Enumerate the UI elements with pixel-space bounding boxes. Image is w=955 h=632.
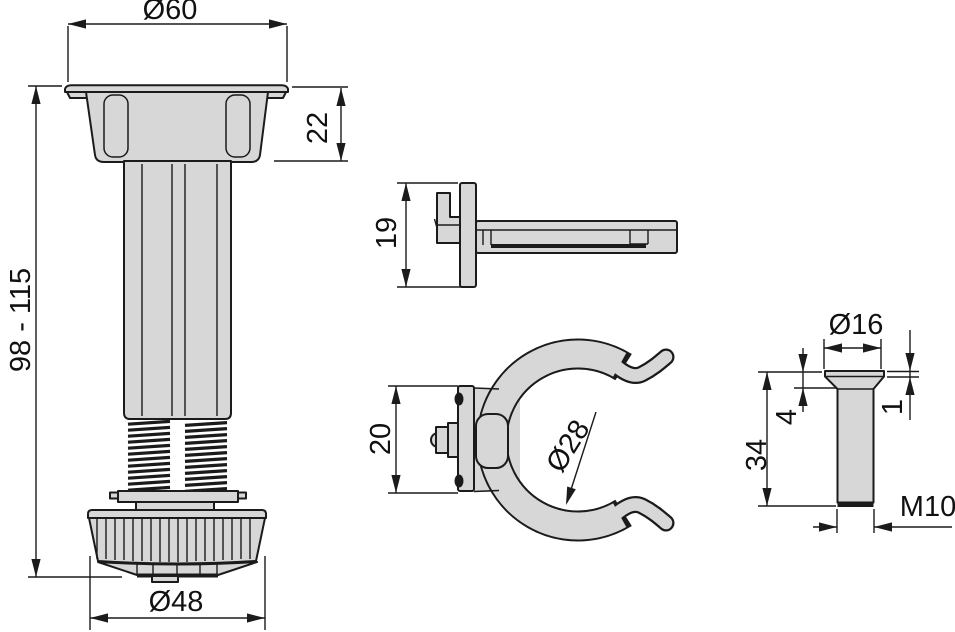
dim-bolt-length: 34: [741, 371, 836, 507]
leg-column-flutes: [141, 164, 218, 416]
clip-prong-top: [608, 350, 673, 382]
dim-label-bolt-head-diameter: Ø16: [829, 309, 884, 341]
dim-label-bolt-thread: M10: [900, 491, 955, 523]
bolt-tip: [837, 501, 874, 507]
plinth-clip-view: 20 Ø28: [365, 338, 675, 542]
leg-thread: [127, 419, 228, 493]
countersunk-bolt-view: Ø16 1 4 34 M10: [741, 309, 955, 533]
mounting-bracket-view: 19: [371, 182, 678, 288]
dim-bolt-thread: M10: [813, 491, 955, 533]
clip-stud-flange: [447, 422, 459, 458]
dim-leg-foot-diameter: Ø48: [89, 556, 266, 630]
dim-label-bracket-height: 19: [371, 217, 403, 249]
bracket-left-block-chamfer: [433, 218, 439, 231]
leg-collar-tab-right: [237, 491, 247, 500]
clip-neck-edges: [473, 387, 500, 493]
dim-bolt-head-depth: 4: [771, 348, 836, 425]
bracket-arm: [475, 220, 678, 254]
dim-bracket-height: 19: [371, 182, 470, 288]
leg-foot-knurl-lines: [96, 519, 251, 562]
dim-clip-inner-diameter: Ø28: [540, 411, 597, 505]
dim-leg-top-diameter: Ø60: [67, 0, 288, 82]
leg-cap: [85, 91, 269, 163]
dim-leg-cap-height: 22: [274, 86, 348, 162]
dim-label-clip-inner-diameter: Ø28: [540, 415, 596, 478]
leg-top-plate: [64, 84, 289, 93]
dim-label-leg-foot-diameter: Ø48: [149, 586, 204, 618]
leg-cap-facet-right: [225, 94, 251, 158]
leg-cap-facet-left: [103, 94, 129, 158]
leg-collar: [117, 490, 239, 503]
dim-label-bolt-head-depth: 4: [771, 409, 803, 425]
dim-label-bolt-rim-thickness: 1: [877, 399, 909, 415]
dim-label-leg-cap-height: 22: [302, 112, 334, 144]
bracket-plate: [459, 182, 477, 288]
dim-bolt-rim-thickness: 1: [877, 330, 919, 420]
bracket-arm-details: [482, 230, 649, 245]
bolt-body: [824, 370, 885, 504]
leg-collar-tab-left: [109, 491, 119, 500]
leg-foot-center-tab: [151, 575, 179, 583]
dim-leg-height-range: 98 - 115: [5, 85, 122, 578]
clip-neck-window: [475, 413, 509, 469]
dim-label-leg-top-diameter: Ø60: [143, 0, 198, 26]
leg-foot-rim: [87, 509, 267, 519]
clip-plate-bump-bottom: [454, 474, 464, 488]
dim-bolt-head-diameter: Ø16: [823, 309, 884, 369]
dim-label-bolt-length: 34: [741, 439, 773, 471]
leg-column: [123, 160, 232, 420]
leg-foot-base-teeth: [136, 564, 218, 575]
bracket-left-block: [436, 192, 461, 244]
dim-label-clip-height: 20: [365, 423, 397, 455]
clip-prong-bottom: [608, 498, 673, 530]
clip-stud-body: [435, 426, 449, 454]
dim-clip-height: 20: [365, 385, 458, 494]
clip-plate-bump-top: [454, 392, 464, 406]
dim-label-leg-height-range: 98 - 115: [5, 268, 37, 372]
adjustable-leg-view: Ø60 22 98 - 115 Ø48: [5, 0, 348, 630]
